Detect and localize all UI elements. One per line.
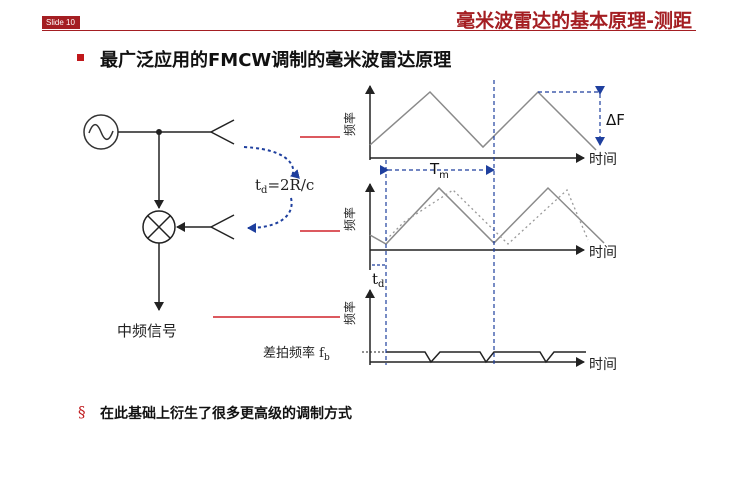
- tx-chirp-trace-2: [369, 186, 605, 245]
- time-axis-label-2: 时间: [589, 245, 617, 261]
- svg-text:td=2R/c: td=2R/c: [255, 176, 314, 196]
- td-formula-rest: =2R/c: [267, 176, 314, 194]
- sub-bullet-text: 在此基础上衍生了很多更高级的调制方式: [100, 406, 352, 422]
- beat-frequency-trace: [386, 351, 586, 364]
- time-axis-label-3: 时间: [589, 357, 617, 373]
- slide-title: 毫米波雷达的基本原理-测距: [456, 10, 692, 32]
- bullet-square-icon: [77, 54, 84, 61]
- beat-subscript: b: [324, 353, 330, 363]
- time-axis-label-1: 时间: [589, 152, 617, 168]
- oscillator: [83, 114, 119, 150]
- delta-f-label: ΔF: [606, 111, 625, 129]
- tm-label: T: [429, 160, 440, 178]
- rx-antenna-icon: [210, 214, 235, 240]
- graph-beat: 频率 时间 差拍频率 fb: [263, 289, 617, 373]
- tx-chirp-trace: [369, 90, 597, 151]
- svg-text:Tm: Tm: [429, 160, 449, 181]
- freq-axis-label-2: 频率: [342, 207, 357, 231]
- main-bullet-text: 最广泛应用的FMCW调制的毫米波雷达原理: [100, 50, 452, 71]
- tx-antenna-icon: [210, 119, 235, 145]
- delay-arrow: [243, 146, 300, 179]
- slide-number-badge: Slide 10: [42, 16, 80, 29]
- sine-wave-icon: [88, 123, 114, 141]
- freq-axis-label-1: 频率: [342, 112, 357, 136]
- td-subscript: d: [378, 279, 385, 290]
- td-formula-sub: d: [261, 185, 268, 196]
- rx-echo-trace: [385, 188, 589, 245]
- if-signal-label: 中频信号: [117, 322, 177, 340]
- delay-arrow-return: [247, 197, 293, 233]
- svg-text:td: td: [372, 270, 385, 290]
- mixer-cross-icon: [142, 210, 176, 244]
- td-label: t: [372, 270, 378, 288]
- freq-axis-label-3: 频率: [342, 301, 357, 325]
- graph-rx: 频率 时间: [342, 183, 617, 270]
- graph-tx: 频率 时间 ΔF: [342, 85, 625, 168]
- td-formula-t: t: [255, 176, 261, 194]
- svg-text:差拍频率 fb: 差拍频率 fb: [263, 345, 330, 363]
- section-mark: §: [78, 403, 86, 421]
- header-divider: [42, 30, 696, 31]
- tm-subscript: m: [439, 170, 449, 181]
- beat-frequency-label: 差拍频率 f: [263, 345, 325, 361]
